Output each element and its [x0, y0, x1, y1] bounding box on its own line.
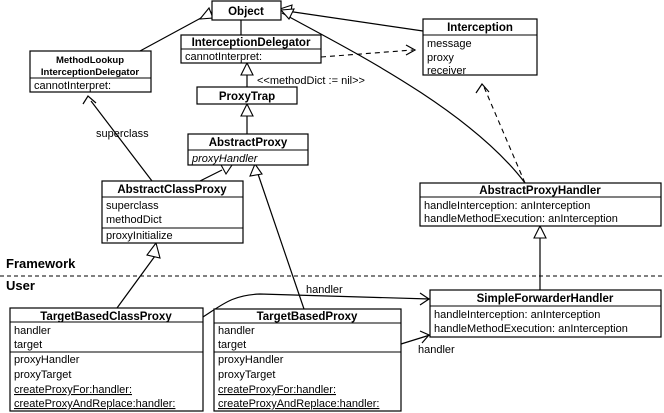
dependency-arrowhead-handler	[475, 83, 490, 94]
generalization-arrow-proxy-trap	[240, 61, 254, 76]
attribute: handler	[14, 325, 51, 337]
edge-handler-uses-interception	[483, 86, 526, 184]
method: handleMethodExecution: anInterception	[424, 213, 618, 225]
attribute: superclass	[106, 200, 159, 212]
class-name: AbstractClassProxy	[117, 184, 227, 196]
edge-target-based-proxy-to-abstract-proxy	[257, 173, 305, 310]
class-name-line1: MethodLookup	[56, 55, 124, 66]
class-abstract-proxy: AbstractProxy proxyHandler	[187, 133, 309, 166]
zone-label-framework: Framework	[6, 256, 76, 271]
abstract-method: proxyHandler	[191, 153, 259, 165]
association-arrowhead-superclass	[82, 95, 97, 105]
class-name: TargetBasedClassProxy	[40, 311, 172, 323]
edge-proxy-handler-association	[400, 334, 431, 345]
method: handleInterception: anInterception	[424, 200, 590, 212]
edge-interception-to-object	[279, 9, 424, 32]
class-name: SimpleForwarderHandler	[477, 293, 614, 305]
zone-label-user: User	[6, 278, 35, 293]
attribute: handler	[218, 325, 255, 337]
class-interception: Interception message proxy receiver	[422, 18, 538, 77]
superclass-label: superclass	[96, 128, 149, 140]
association-arrowhead-handler-bottom	[419, 330, 430, 344]
class-object: Object	[211, 0, 282, 21]
class-target-based-proxy: TargetBasedProxy handler target proxyHan…	[213, 308, 402, 412]
generalization-arrow-method-lookup	[198, 6, 214, 20]
method: cannotInterpret:	[34, 80, 111, 92]
class-name: InterceptionDelegator	[192, 37, 311, 49]
generalization-arrow-simple-forwarder	[533, 224, 547, 239]
class-proxy-trap: ProxyTrap	[196, 86, 298, 105]
attribute: methodDict	[106, 214, 162, 226]
class-method: createProxyFor:handler:	[14, 384, 132, 396]
class-name: Interception	[447, 22, 513, 34]
class-method: createProxyAndReplace:handler:	[218, 398, 379, 410]
method: proxyTarget	[14, 369, 71, 381]
dependency-arrowhead-delegator	[405, 44, 417, 56]
attribute: proxy	[427, 52, 454, 64]
class-name: TargetBasedProxy	[257, 311, 358, 323]
attribute: target	[218, 339, 246, 351]
handler-label-top: handler	[306, 284, 343, 296]
class-method-lookup-interception-delegator: MethodLookup InterceptionDelegator canno…	[29, 50, 152, 93]
class-interception-delegator: InterceptionDelegator cannotInterpret:	[180, 34, 322, 64]
generalization-arrow-abstract-handler	[279, 8, 295, 20]
method: cannotInterpret:	[185, 51, 262, 63]
attribute: receiver	[427, 65, 466, 77]
class-name: AbstractProxyHandler	[479, 185, 601, 197]
method: proxyTarget	[218, 369, 275, 381]
method: proxyHandler	[218, 354, 284, 366]
class-name: ProxyTrap	[219, 91, 275, 103]
edge-delegator-uses-interception	[320, 49, 414, 58]
method: handleMethodExecution: anInterception	[434, 323, 628, 335]
generalization-arrow-abstract-proxy	[240, 102, 254, 117]
generalization-arrow-target-class-proxy	[146, 241, 161, 259]
class-abstract-proxy-handler: AbstractProxyHandler handleInterception:…	[419, 182, 662, 227]
generalization-arrow-target-based-proxy	[249, 162, 263, 177]
association-arrowhead-handler-top	[419, 292, 431, 306]
handler-label-bottom: handler	[418, 344, 455, 356]
class-abstract-class-proxy: AbstractClassProxy superclass methodDict…	[101, 180, 244, 244]
class-method: createProxyFor:handler:	[218, 384, 336, 396]
class-method: createProxyAndReplace:handler:	[14, 398, 175, 410]
attribute: message	[427, 38, 472, 50]
method: proxyInitialize	[106, 230, 173, 242]
class-target-based-class-proxy: TargetBasedClassProxy handler target pro…	[9, 307, 204, 412]
class-name-line2: InterceptionDelegator	[41, 67, 139, 78]
edge-class-proxy-handler-association	[202, 293, 431, 318]
method: proxyHandler	[14, 354, 80, 366]
edge-abstract-proxy-handler-to-object	[281, 12, 526, 184]
edge-superclass-association	[90, 100, 153, 182]
edge-abstract-class-proxy-to-abstract-proxy	[199, 169, 223, 182]
method-dict-note: <<methodDict := nil>>	[257, 75, 365, 87]
class-simple-forwarder-handler: SimpleForwarderHandler handleInterceptio…	[429, 289, 662, 338]
attribute: target	[14, 339, 42, 351]
method: handleInterception: anInterception	[434, 309, 600, 321]
edge-target-class-proxy-to-abstract-class-proxy	[116, 255, 156, 309]
class-name: AbstractProxy	[209, 137, 288, 149]
class-name: Object	[228, 6, 264, 18]
